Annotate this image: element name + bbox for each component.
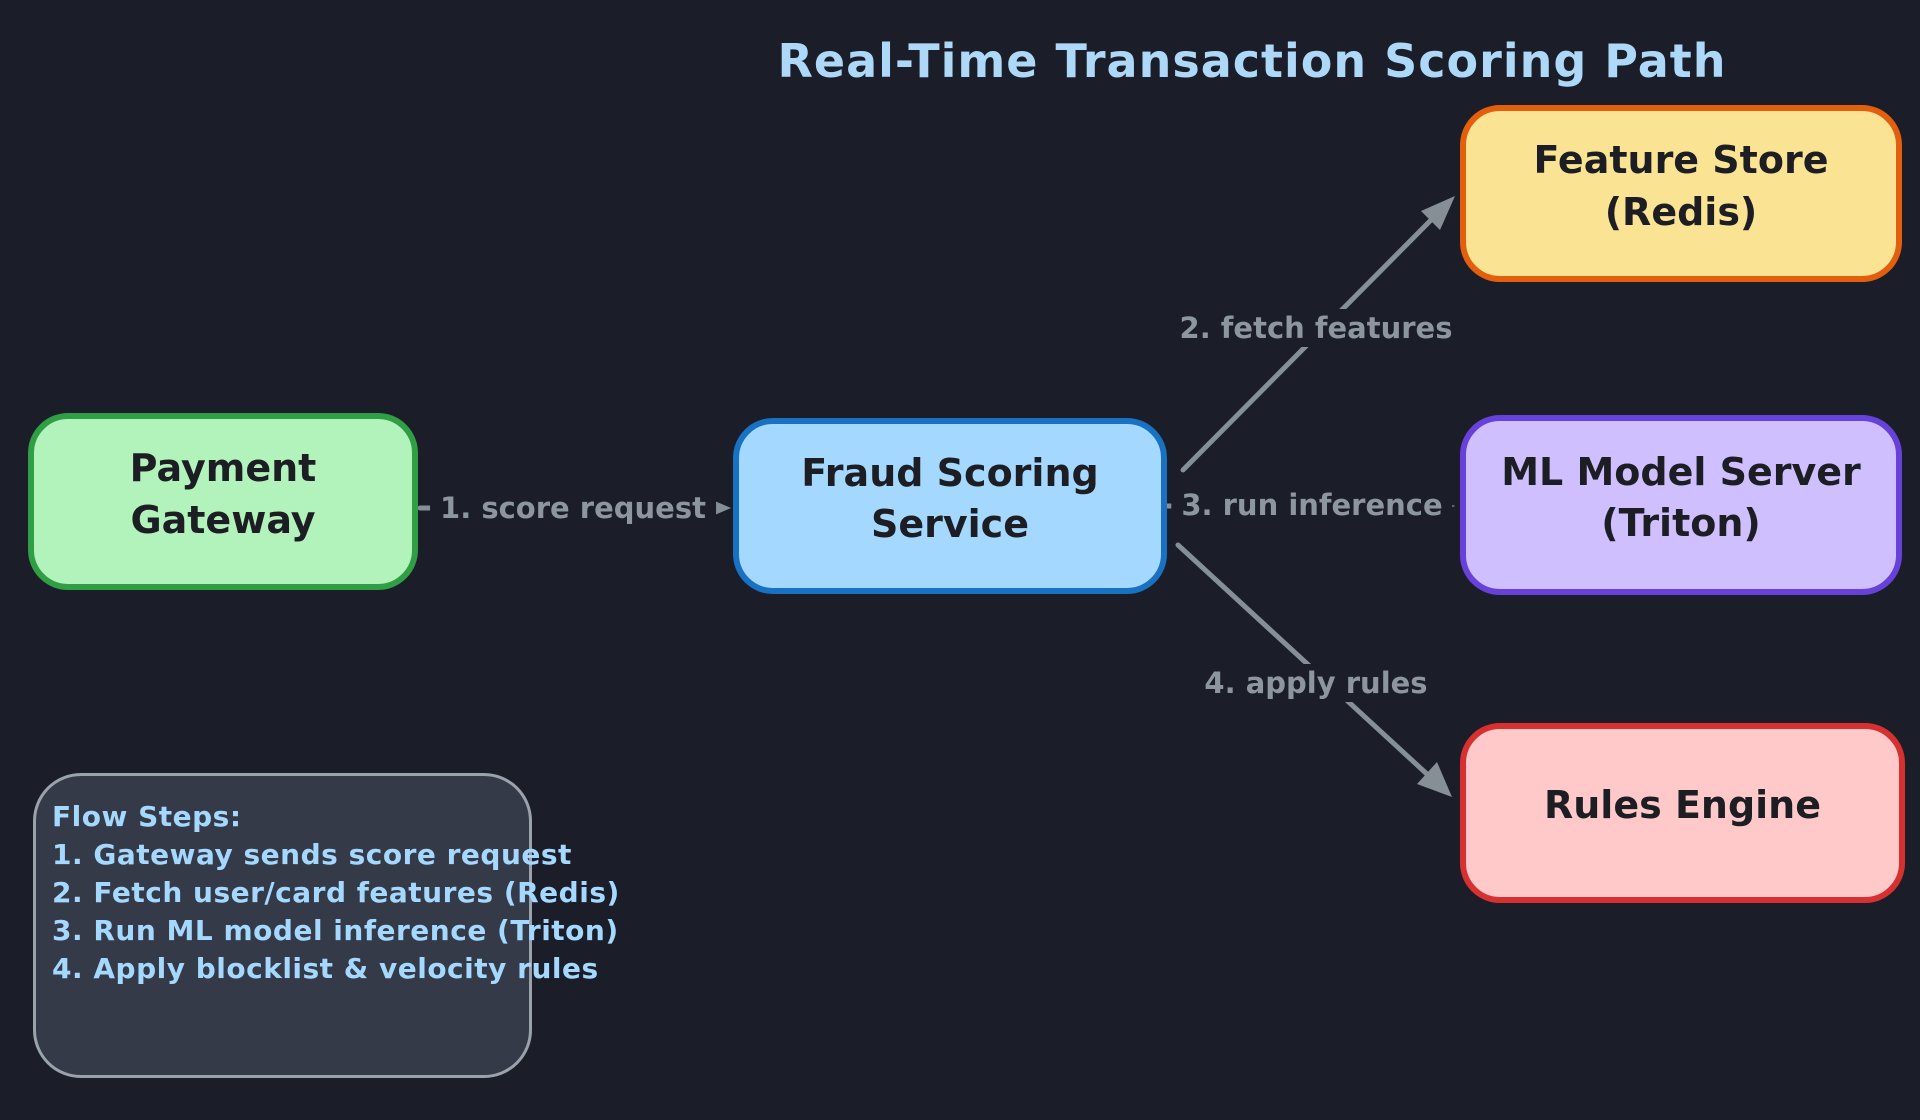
flow-step-2: 2. Fetch user/card features (Redis) (52, 876, 620, 909)
flow-steps-note: Flow Steps: 1. Gateway sends score reque… (33, 773, 620, 1078)
node-fraud-scoring-service-label-line1: Fraud Scoring (801, 450, 1099, 495)
node-ml-model-server-label-line2: (Triton) (1601, 501, 1761, 545)
node-feature-store-label-line1: Feature Store (1533, 138, 1829, 183)
flow-step-4: 4. Apply blocklist & velocity rules (52, 952, 599, 985)
node-ml-model-server-label-line1: ML Model Server (1501, 449, 1861, 494)
diagram-title: Real-Time Transaction Scoring Path (777, 34, 1727, 88)
edge-fetch-features-arrowhead-icon (1421, 196, 1455, 230)
edge-label-fetch-features: 2. fetch features (1169, 309, 1463, 347)
node-payment-gateway-label-line1: Payment (129, 446, 317, 491)
flow-step-1: 1. Gateway sends score request (52, 838, 572, 871)
node-payment-gateway-label-line2: Gateway (130, 497, 316, 542)
node-payment-gateway: Payment Gateway (28, 413, 418, 590)
node-rules-engine-label: Rules Engine (1543, 783, 1822, 828)
node-feature-store: Feature Store (Redis) (1460, 105, 1902, 282)
flow-step-3: 3. Run ML model inference (Triton) (52, 914, 619, 947)
node-rules-engine: Rules Engine (1460, 723, 1905, 903)
node-feature-store-label-line2: (Redis) (1604, 189, 1758, 234)
edge-apply-rules-line (1175, 542, 1431, 778)
node-fraud-scoring-service-label-line2: Service (871, 502, 1029, 546)
edge-apply-rules-arrowhead-icon (1417, 762, 1452, 797)
node-ml-model-server: ML Model Server (Triton) (1460, 415, 1902, 595)
flow-steps-title: Flow Steps: (52, 800, 242, 833)
node-fraud-scoring-service: Fraud Scoring Service (733, 418, 1167, 594)
edge-label-run-inference: 3. run inference (1171, 486, 1453, 524)
edge-label-score-request: 1. score request (430, 489, 716, 527)
edge-label-apply-rules: 4. apply rules (1194, 664, 1438, 702)
